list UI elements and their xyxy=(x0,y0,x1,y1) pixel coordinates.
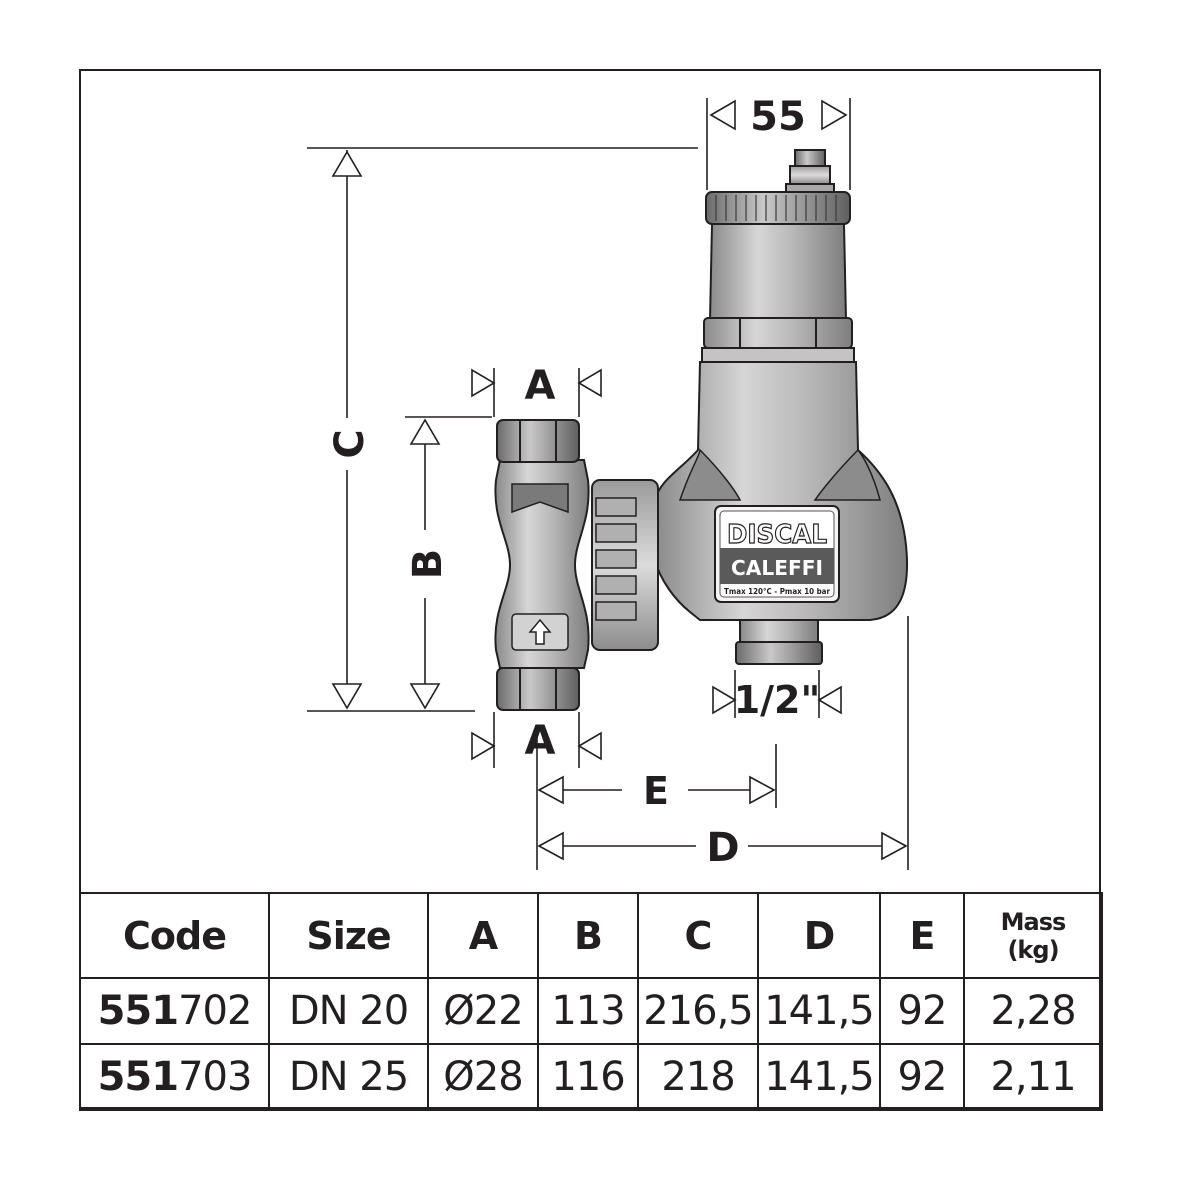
table-header-row: Code Size A B C D E Mass(kg) xyxy=(79,892,1103,979)
label-rating: Tmax 120°C - Pmax 10 bar xyxy=(724,587,830,596)
dim-d-label: D xyxy=(706,825,739,871)
cell-c: 218 xyxy=(637,1043,759,1111)
product-label: DISCAL CALEFFI Tmax 120°C - Pmax 10 bar xyxy=(714,505,840,603)
dim-b-label: B xyxy=(405,549,451,580)
cell-size: DN 25 xyxy=(268,1043,429,1111)
cell-a: Ø22 xyxy=(427,977,539,1045)
cell-b: 116 xyxy=(537,1043,639,1111)
cell-d: 141,5 xyxy=(757,977,881,1045)
cell-size: DN 20 xyxy=(268,977,429,1045)
cell-b: 113 xyxy=(537,977,639,1045)
header-b: B xyxy=(537,892,639,979)
label-brand-top: DISCAL xyxy=(727,520,827,550)
discal-separator-device xyxy=(494,149,909,711)
header-c: C xyxy=(637,892,759,979)
cell-d: 141,5 xyxy=(757,1043,881,1111)
header-d: D xyxy=(757,892,881,979)
dimension-lines xyxy=(307,98,909,870)
dim-55-label: 55 xyxy=(750,94,806,140)
label-brand: CALEFFI xyxy=(731,556,823,580)
cell-c: 216,5 xyxy=(637,977,759,1045)
header-mass: Mass(kg) xyxy=(963,892,1103,979)
dimension-arrows xyxy=(331,99,908,861)
cell-code: 551702 xyxy=(79,977,270,1045)
header-size: Size xyxy=(268,892,429,979)
dim-a-top-label: A xyxy=(525,363,556,409)
flow-arrow-icon xyxy=(528,618,552,645)
cell-mass: 2,28 xyxy=(963,977,1103,1045)
header-a: A xyxy=(427,892,539,979)
dim-a-bottom-label: A xyxy=(525,718,556,764)
cell-e: 92 xyxy=(879,977,965,1045)
cell-code: 551703 xyxy=(79,1043,270,1111)
cell-a: Ø28 xyxy=(427,1043,539,1111)
specification-table: Code Size A B C D E Mass(kg) 551702 DN 2… xyxy=(79,892,1103,1111)
dim-half-inch-label: 1/2" xyxy=(734,678,821,722)
dim-e-label: E xyxy=(643,769,669,813)
cell-e: 92 xyxy=(879,1043,965,1111)
header-e: E xyxy=(879,892,965,979)
table-row: 551702 DN 20 Ø22 113 216,5 141,5 92 2,28 xyxy=(79,977,1103,1045)
dim-c-label: C xyxy=(327,429,373,458)
cell-mass: 2,11 xyxy=(963,1043,1103,1111)
header-code: Code xyxy=(79,892,270,979)
table-row: 551703 DN 25 Ø28 116 218 141,5 92 2,11 xyxy=(79,1043,1103,1111)
